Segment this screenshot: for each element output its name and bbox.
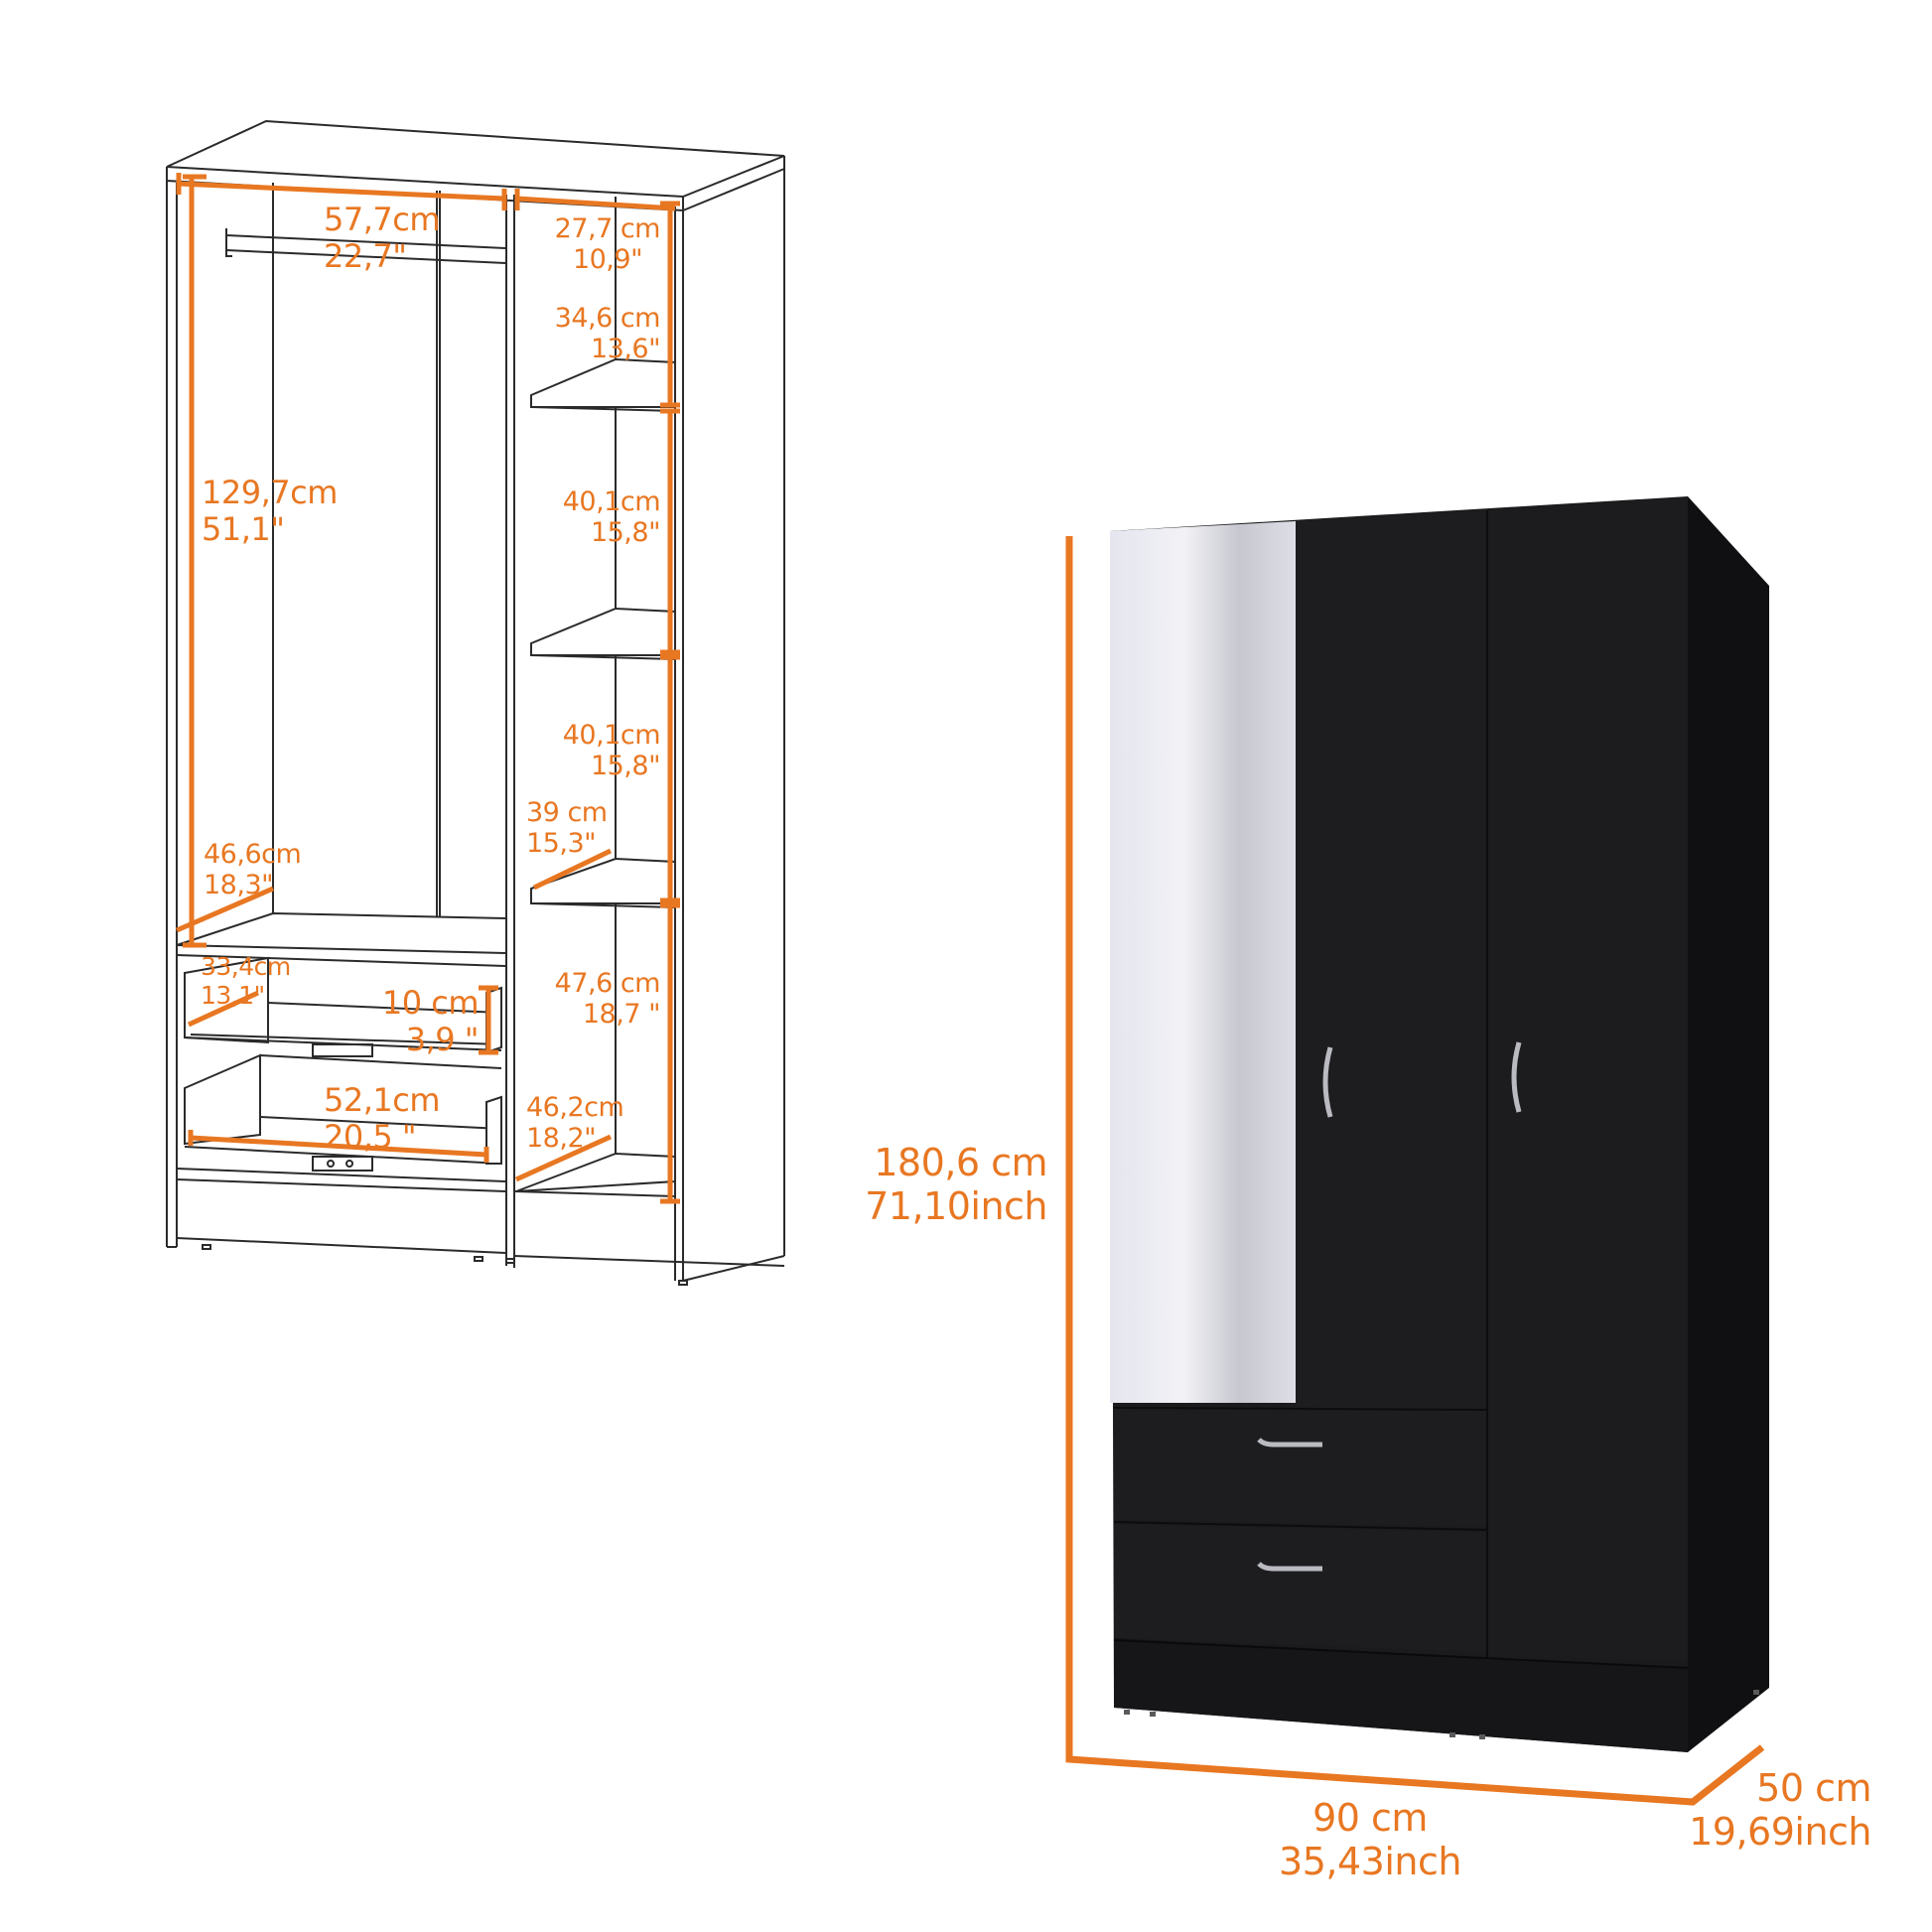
drawer-height-label: 10 cm 3,9 " xyxy=(381,984,480,1058)
handle-door-right xyxy=(1511,1041,1522,1113)
drawer-width-label: 52,1cm 20,5 " xyxy=(324,1081,441,1156)
exterior-width-label: 90 cm 35,43inch xyxy=(1279,1796,1461,1883)
shelf-depth-label: 39 cm 15,3" xyxy=(526,797,608,860)
hanging-width-label: 57,7cm 22,7" xyxy=(324,201,441,275)
compartment-2-label: 40,1cm 15,8" xyxy=(562,486,661,549)
exterior-height-label: 180,6 cm 71,10inch xyxy=(865,1141,1047,1228)
hanging-depth-label: 46,6cm 18,3" xyxy=(204,839,302,901)
drawer-depth-label: 33,4cm 13,1" xyxy=(201,952,291,1010)
drawer-top xyxy=(1114,1408,1486,1527)
handle-drawer-top xyxy=(1257,1438,1322,1448)
drawer-bottom xyxy=(1114,1524,1486,1652)
bottom-depth-label: 46,2cm 18,2" xyxy=(526,1092,624,1155)
top-compartment-label: 34,6 cm 13,6" xyxy=(554,303,661,365)
hanging-height-label: 129,7cm 51,1" xyxy=(202,474,338,548)
compartment-3-label: 40,1cm 15,8" xyxy=(562,720,661,782)
bottom-compartment-label: 47,6 cm 18,7 " xyxy=(554,968,661,1031)
handle-door-left xyxy=(1322,1046,1333,1118)
mirror-door xyxy=(1110,521,1296,1403)
door-right xyxy=(1488,498,1688,1660)
handle-drawer-bottom xyxy=(1257,1562,1322,1572)
shelf-width-label: 27,7 cm 10,9" xyxy=(554,213,661,276)
door-left xyxy=(1296,510,1486,1412)
exterior-depth-label: 50 cm 19,69inch xyxy=(1689,1766,1871,1854)
